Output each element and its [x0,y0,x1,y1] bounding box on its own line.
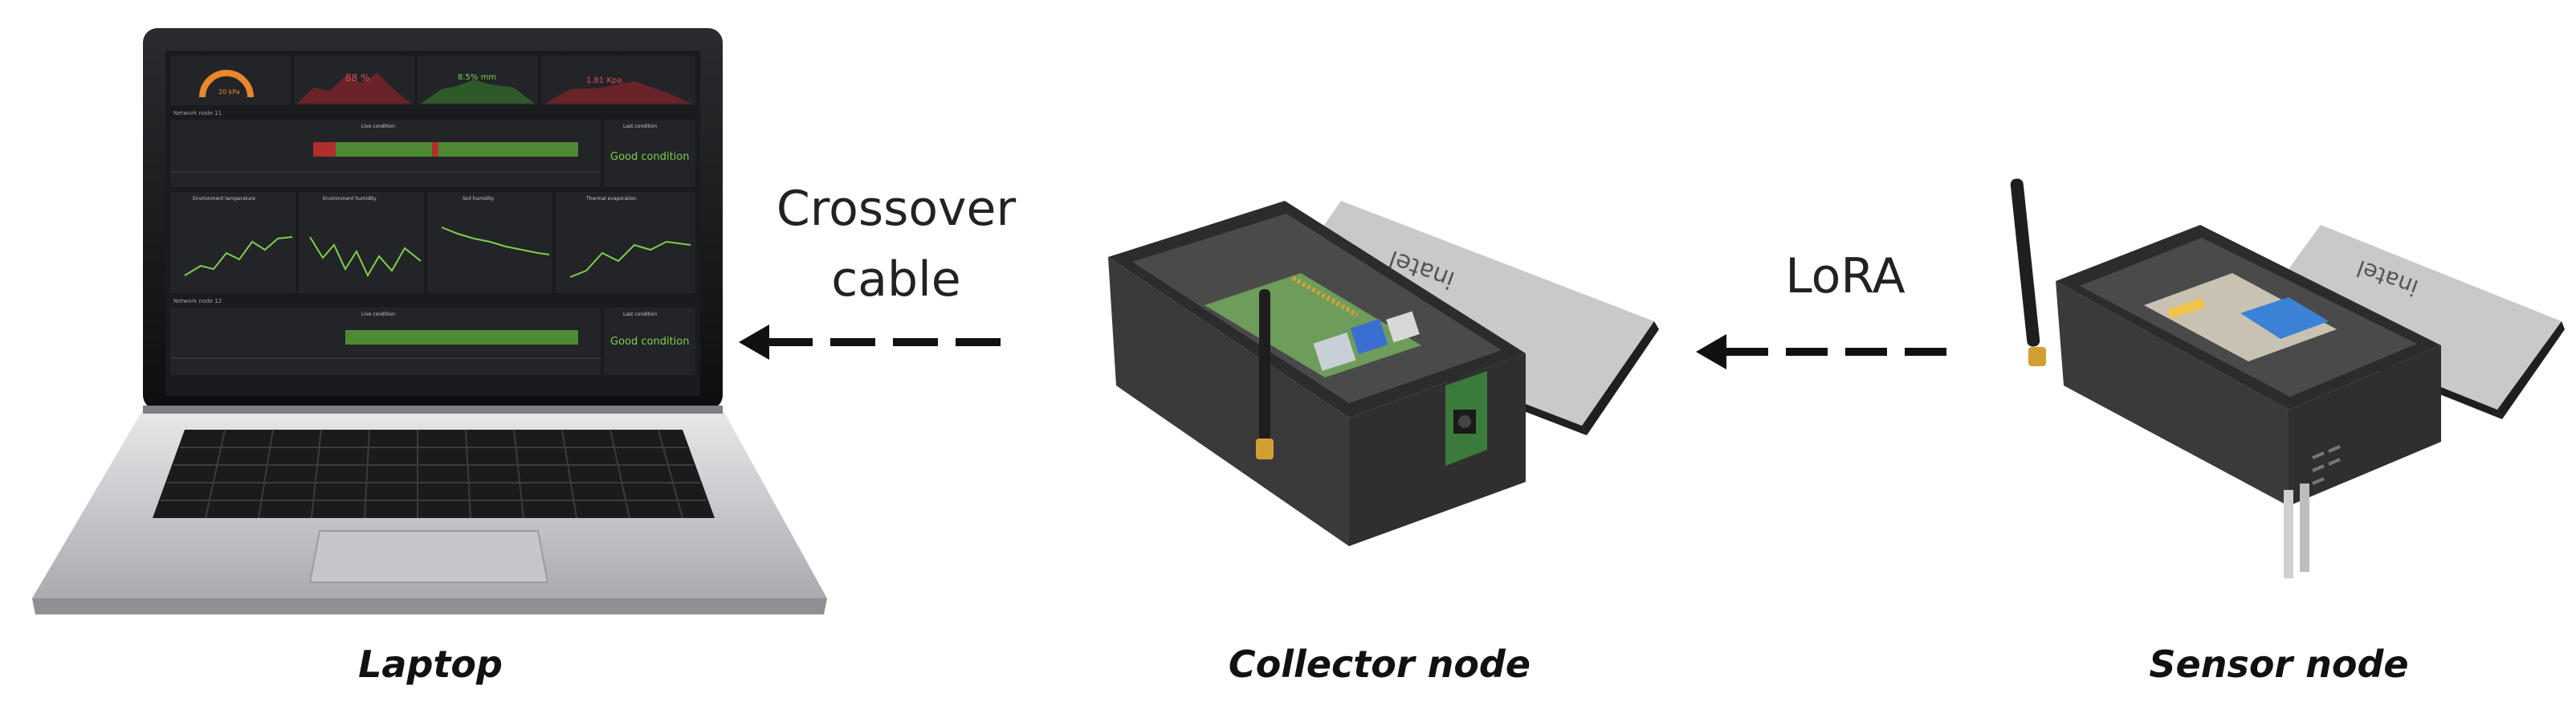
status-good-1: Good condition [610,151,689,163]
gauge-area-red-2 [544,81,692,104]
gauge-area-green [421,80,535,104]
svg-text:Soil humidity: Soil humidity [463,196,495,202]
live-condition-panel-2: Live condition Last condition Good condi… [170,308,695,375]
sensor-node-illustration: inatel [2010,178,2565,578]
lora-arrow [1696,334,1946,369]
laptop-hinge [143,406,723,414]
live-condition-panel-1: Live condition Last condition Good condi… [170,120,695,187]
gauge-area-red [297,73,411,104]
keyboard-keys [161,429,707,519]
laptop-keyboard [153,430,715,518]
gauge-value-1: 20 kPa [218,88,240,96]
collector-node-illustration: inatel [1108,201,1659,546]
sensor-board [2144,273,2337,361]
gauge-value-2: 88 % [345,72,370,84]
svg-text:Live condition: Live condition [361,124,395,129]
sensor-node-label: Sensor node [2149,643,2409,686]
sensor-vents [2312,445,2341,485]
chart-line-humidity [309,236,422,278]
laptop-illustration: 20 kPa 88 % 8.5% mm 1.81 Kpa Network nod… [32,28,827,614]
gauge-value-3: 8.5% mm [458,73,496,82]
collector-front-module [1445,371,1487,466]
dashboard-section-2: Network node 12 [173,298,222,304]
svg-text:Thermal evaporation: Thermal evaporation [585,196,637,202]
sensor-soil-probes [2284,484,2309,578]
chart-line-evaporation [569,240,691,278]
gauge-icon [199,70,254,98]
collector-antenna [1256,289,1274,459]
svg-text:Environment humidity: Environment humidity [323,196,377,202]
svg-text:Environment temperature: Environment temperature [193,196,255,202]
chart-line-soil [441,226,550,255]
arrow-head-icon [1696,334,1726,369]
collector-node-label: Collector node [1228,643,1531,686]
gauge-value-4: 1.81 Kpa [586,76,622,85]
crossover-arrow [739,324,1001,360]
laptop-label: Laptop [358,643,503,686]
laptop-front-edge [32,598,827,614]
dashboard-section-1: Network node 11 [173,110,222,116]
laptop-trackpad [308,530,549,583]
svg-text:Last condition: Last condition [623,312,657,317]
status-good-2: Good condition [610,336,689,348]
crossover-label-line2: cable [831,251,961,308]
lora-label: LoRA [1785,248,1906,304]
sensor-antenna [2010,178,2046,366]
crossover-cable-label: Crossover cable [776,173,1016,315]
dashboard-charts-row: Environment temperature Environment humi… [170,192,695,293]
svg-text:Live condition: Live condition [361,312,395,317]
collector-board [1204,273,1421,377]
chart-line-temperature [184,236,293,276]
crossover-label-line1: Crossover [776,181,1017,237]
arrow-head-icon [739,324,769,360]
dashboard-gauge-row: 20 kPa 88 % 8.5% mm 1.81 Kpa [170,55,695,105]
svg-text:Last condition: Last condition [623,124,657,129]
